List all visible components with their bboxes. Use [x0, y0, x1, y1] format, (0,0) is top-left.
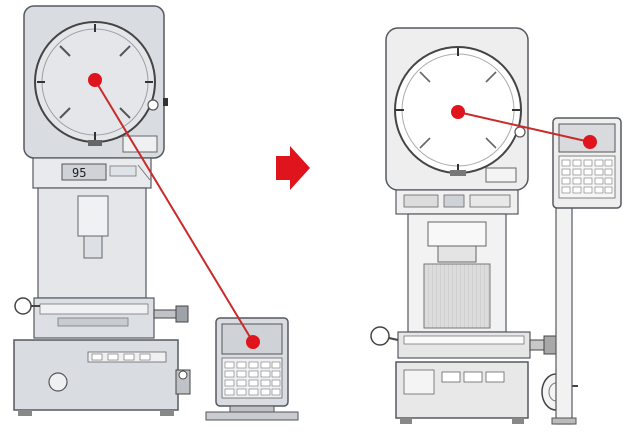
right-profile-projector	[370, 27, 622, 425]
left-profile-projector: 95	[13, 5, 299, 421]
right-stage-handle-icon	[370, 326, 557, 355]
left-side-latch	[163, 98, 168, 106]
left-screen-knob-icon	[147, 99, 159, 111]
left-screen-dot	[88, 73, 102, 87]
left-connection-line	[94, 79, 254, 343]
right-data-processor-icon	[552, 117, 622, 209]
left-data-processor-icon	[205, 317, 299, 421]
right-connection-line	[457, 111, 591, 143]
left-label-plate	[122, 135, 158, 153]
left-display-readout: 95	[72, 166, 86, 180]
left-projector-base	[13, 339, 179, 411]
right-processor-stand	[555, 195, 573, 425]
left-stage-handle-icon	[14, 297, 189, 323]
right-screen-dot	[451, 105, 465, 119]
left-processor-dot	[246, 335, 260, 349]
right-arrow-icon	[276, 146, 310, 190]
right-processor-dot	[583, 135, 597, 149]
right-column-bellows	[423, 263, 491, 329]
right-screen-knob-icon	[514, 126, 526, 138]
